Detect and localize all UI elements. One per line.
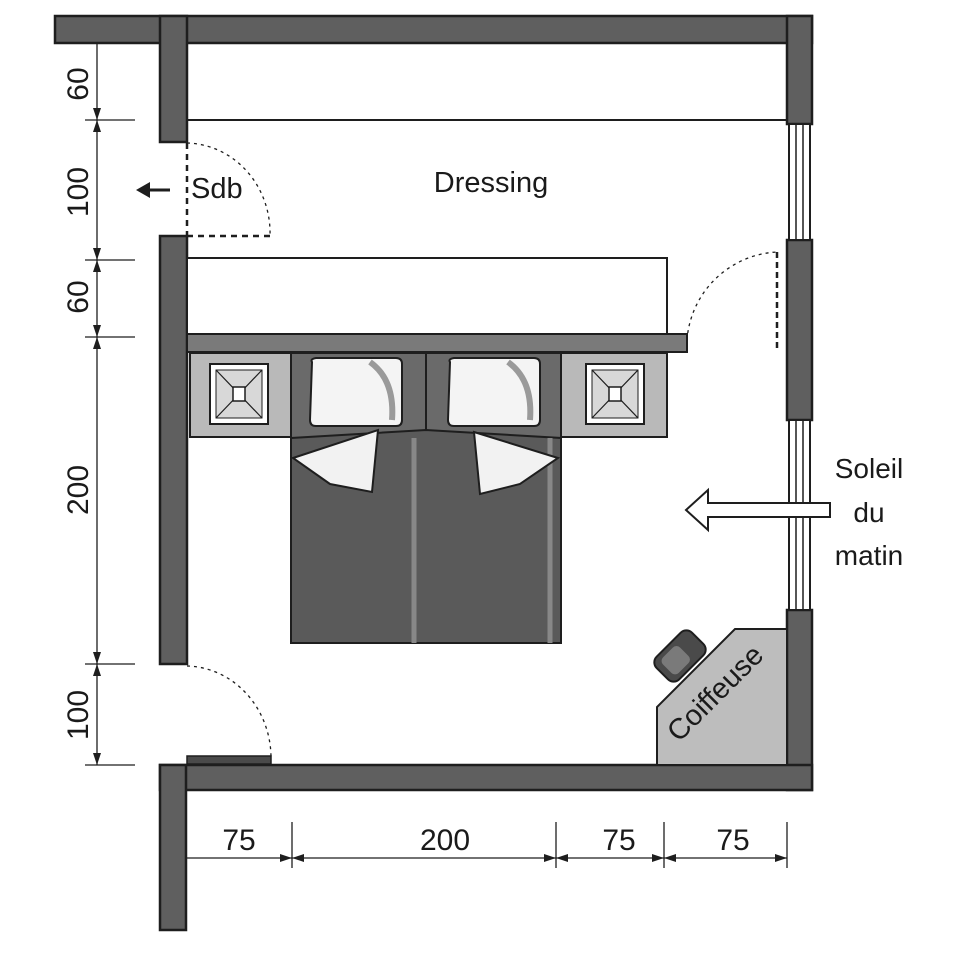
dim-left-2: 100 [62,167,95,217]
left-wall-lower [158,763,188,932]
sun-note-line2: du [853,497,884,528]
dressing-area: Dressing [186,119,787,353]
arrow-left-hollow-icon [684,487,831,533]
dim-left-4: 200 [62,465,95,515]
dim-left-1: 60 [62,67,95,100]
dim-bottom-3: 75 [602,824,635,857]
vanity-table [656,628,788,766]
pillow-right [446,357,541,427]
sun-indicator: Soleil du matin [684,453,903,571]
bed [290,352,562,644]
entrance-door[interactable] [186,665,272,765]
right-wall-bottom [785,608,814,792]
pillow-left [308,357,403,427]
dim-bottom-1: 75 [222,824,255,857]
partition-wall [186,333,688,353]
sun-note-line3: matin [835,540,903,571]
duvet [290,428,562,644]
bathroom-label: Sdb [191,173,243,205]
right-wall-middle [785,238,814,422]
dressing-cabinet [186,257,668,335]
left-wall-top [158,14,189,144]
dressing-label: Dressing [434,167,548,199]
bottom-wall [158,763,814,792]
doors [185,142,779,765]
vanity: Coiffeuse [653,628,788,766]
nightstand-right [585,363,645,425]
left-dimensions: 60 100 60 200 100 [62,44,135,766]
vanity-stool [653,629,707,683]
dressing-door[interactable] [686,251,779,352]
right-wall-top [785,14,814,126]
dim-bottom-2: 200 [420,824,470,857]
bathroom-indicator: Sdb [136,173,243,205]
dim-left-5: 100 [62,690,95,740]
dim-bottom-4: 75 [716,824,749,857]
left-wall-middle [158,234,189,666]
nightstand-left [209,363,269,425]
bottom-dimensions: 75 200 75 75 [187,822,788,868]
arrow-left-icon [136,182,170,198]
window-upper [788,123,811,241]
dim-left-3: 60 [62,280,95,313]
bathroom-door[interactable] [185,142,271,238]
sun-note-line1: Soleil [835,453,903,484]
